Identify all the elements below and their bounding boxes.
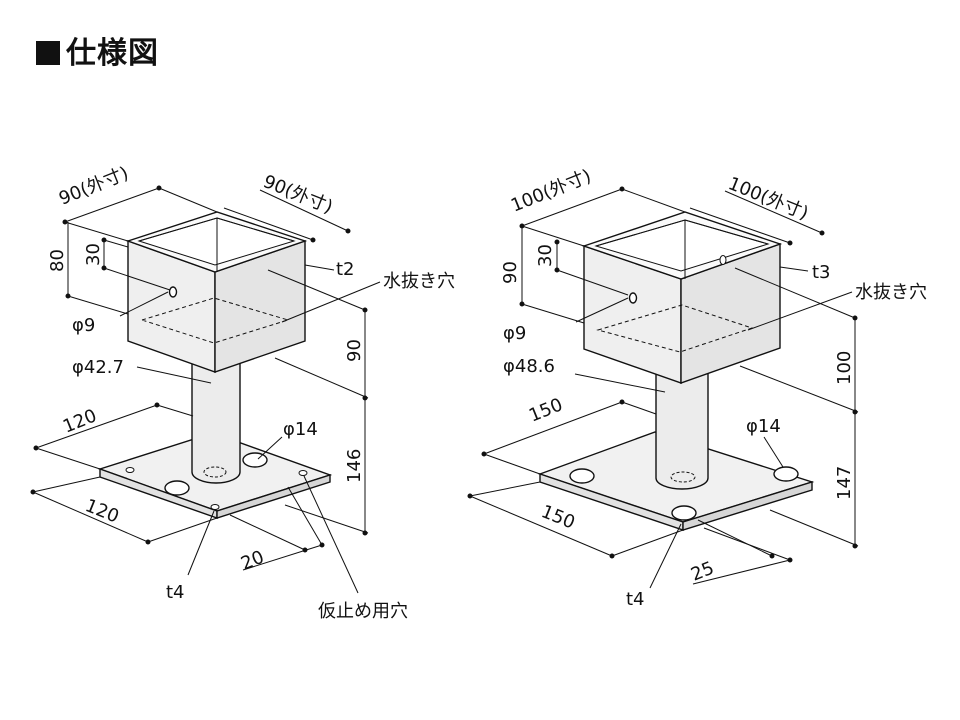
- right-thickness-plate: t4: [626, 589, 645, 610]
- right-thickness-box: t3: [812, 262, 831, 283]
- page-title-text: 仕様図: [66, 36, 159, 71]
- right-dim-hole-offset: 25: [688, 558, 717, 586]
- right-dim-width-left: 100(外寸): [508, 166, 594, 217]
- left-dim-total-height: 146: [344, 449, 365, 483]
- right-pipe: [655, 368, 709, 490]
- right-dim-hole-height: 30: [535, 244, 556, 267]
- right-dim-box-height: 90: [500, 261, 521, 284]
- left-dim-width-right: 90(外寸): [260, 171, 336, 218]
- left-dim-box-height: 80: [47, 249, 68, 272]
- right-dimensions: [467, 186, 859, 589]
- left-thickness-box: t2: [336, 259, 355, 280]
- right-plate-hole-left: [569, 468, 595, 484]
- right-post-base: [467, 186, 859, 589]
- right-plate-hole-back: [773, 466, 799, 482]
- left-temp-hole-2: [210, 504, 220, 510]
- right-pipe-dia: φ48.6: [503, 356, 555, 377]
- left-temp-hole-3: [298, 470, 308, 476]
- right-dim-box-depth: 100: [834, 351, 855, 385]
- left-plate-hole-front: [164, 480, 190, 496]
- right-box-hole: [628, 292, 638, 304]
- left-dim-plate-left: 120: [60, 405, 100, 437]
- left-dim-box-depth: 90: [344, 339, 365, 362]
- left-pipe: [191, 355, 241, 484]
- left-dim-plate-bottom: 120: [82, 495, 122, 527]
- right-dim-plate-left: 150: [526, 394, 566, 426]
- left-post-base: [30, 185, 381, 594]
- title-square-icon: [36, 41, 60, 65]
- left-dim-width-left: 90(外寸): [56, 163, 132, 210]
- left-dimensions: [30, 185, 381, 594]
- left-box: [125, 211, 308, 373]
- left-thickness-plate: t4: [166, 582, 185, 603]
- left-plate-hole-back: [242, 452, 268, 468]
- left-dim-hole-offset: 20: [238, 547, 267, 575]
- right-box-hole-back: [719, 255, 727, 265]
- right-drain-hole: 水抜き穴: [855, 282, 927, 303]
- left-hole-plate: φ14: [283, 419, 318, 440]
- page-title: 仕様図: [36, 28, 159, 72]
- right-dim-total-height: 147: [834, 466, 855, 500]
- right-box: [581, 211, 783, 384]
- left-pipe-dia: φ42.7: [72, 357, 124, 378]
- right-plate-hole-front: [671, 505, 697, 521]
- right-dim-width-right: 100(外寸): [725, 173, 811, 224]
- right-hole-plate: φ14: [746, 416, 781, 437]
- left-box-hole: [168, 286, 178, 298]
- left-dim-hole-height: 30: [83, 243, 104, 266]
- left-temp-hole: 仮止め用穴: [318, 601, 408, 622]
- left-temp-hole-1: [125, 467, 135, 473]
- left-drain-hole: 水抜き穴: [383, 271, 455, 292]
- left-hole-box: φ9: [72, 315, 95, 336]
- right-dim-plate-bottom: 150: [538, 501, 578, 533]
- right-hole-box: φ9: [503, 323, 526, 344]
